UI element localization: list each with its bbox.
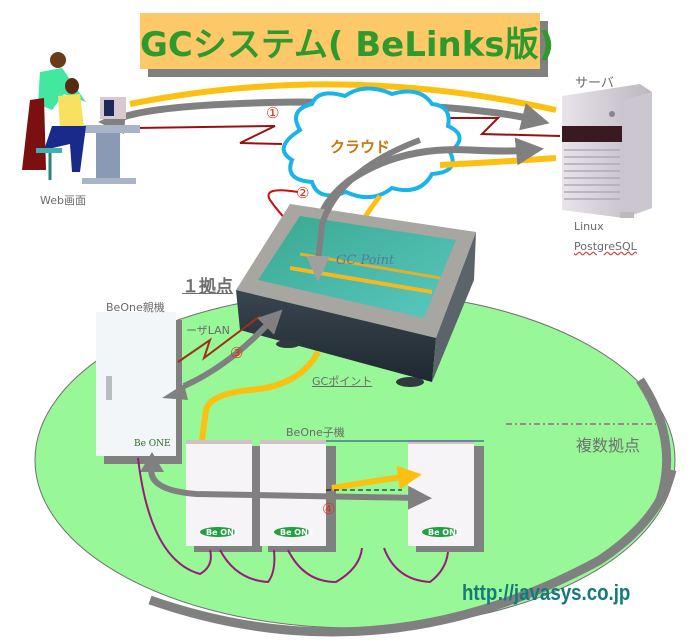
arrow-parent-gcpoint bbox=[182, 309, 283, 389]
arrow-head-parent-bottom bbox=[140, 452, 164, 472]
beone-child-logo-1: Be ONE bbox=[206, 528, 239, 537]
beone-parent-logo: Be ONE bbox=[134, 439, 171, 449]
arrow-head-gcpoint bbox=[306, 256, 330, 282]
step-2-marker: ② bbox=[296, 184, 310, 202]
web-screen-label: Web画面 bbox=[40, 194, 86, 207]
website-url-link[interactable]: http://javasys.co.jp bbox=[462, 580, 631, 605]
red-link-cloud-server bbox=[442, 117, 561, 137]
yellow-link-pc-server bbox=[129, 81, 557, 113]
arrow-cloud-gcpoint bbox=[315, 137, 422, 263]
red-link-user-lan bbox=[177, 315, 261, 363]
server-label: サーバ bbox=[575, 76, 614, 91]
beone-parent-device: Be ONE bbox=[96, 312, 182, 464]
beone-parent-label: BeOne親機 bbox=[106, 301, 165, 314]
power-lines bbox=[137, 457, 449, 584]
single-site-label: １拠点 bbox=[182, 277, 233, 297]
site-area-shadow-rim bbox=[148, 468, 677, 637]
gc-point-device: GC Point bbox=[236, 204, 476, 387]
beone-child-label: BeOne子機 bbox=[286, 426, 345, 439]
gc-point-label: GCポイント bbox=[312, 375, 373, 388]
step-4-marker: ④ bbox=[322, 500, 336, 518]
yellow-link-gcpoint-child bbox=[199, 350, 321, 441]
user-lan-label: ーザLAN bbox=[186, 324, 230, 337]
arrow-head-parent bbox=[162, 384, 188, 400]
os-label: Linux bbox=[574, 220, 604, 233]
gc-point-device-logo: GC Point bbox=[336, 253, 395, 268]
yellow-link-cloud-server bbox=[439, 155, 557, 168]
title-banner: GCシステム( BeLinks版) bbox=[140, 13, 555, 69]
red-link-pc-cloud bbox=[135, 125, 283, 145]
yellow-arrow-to-child bbox=[331, 465, 422, 491]
multi-site-label: 複数拠点 bbox=[576, 436, 641, 455]
beone-child-logo-3: Be ONE bbox=[428, 528, 461, 537]
arrow-pc-server bbox=[110, 98, 550, 131]
db-label: PostgreSQL bbox=[574, 240, 637, 253]
step-3-marker: ③ bbox=[230, 344, 244, 362]
web-users-clipart bbox=[22, 52, 140, 184]
site-area-rim-right bbox=[636, 377, 672, 502]
cloud-label: クラウド bbox=[330, 138, 391, 156]
server-tower bbox=[562, 84, 652, 218]
beone-child-logo-2: Be ONE bbox=[280, 528, 313, 537]
page-title: GCシステム( BeLinks版) bbox=[140, 25, 555, 65]
step-1-marker: ① bbox=[266, 104, 280, 122]
